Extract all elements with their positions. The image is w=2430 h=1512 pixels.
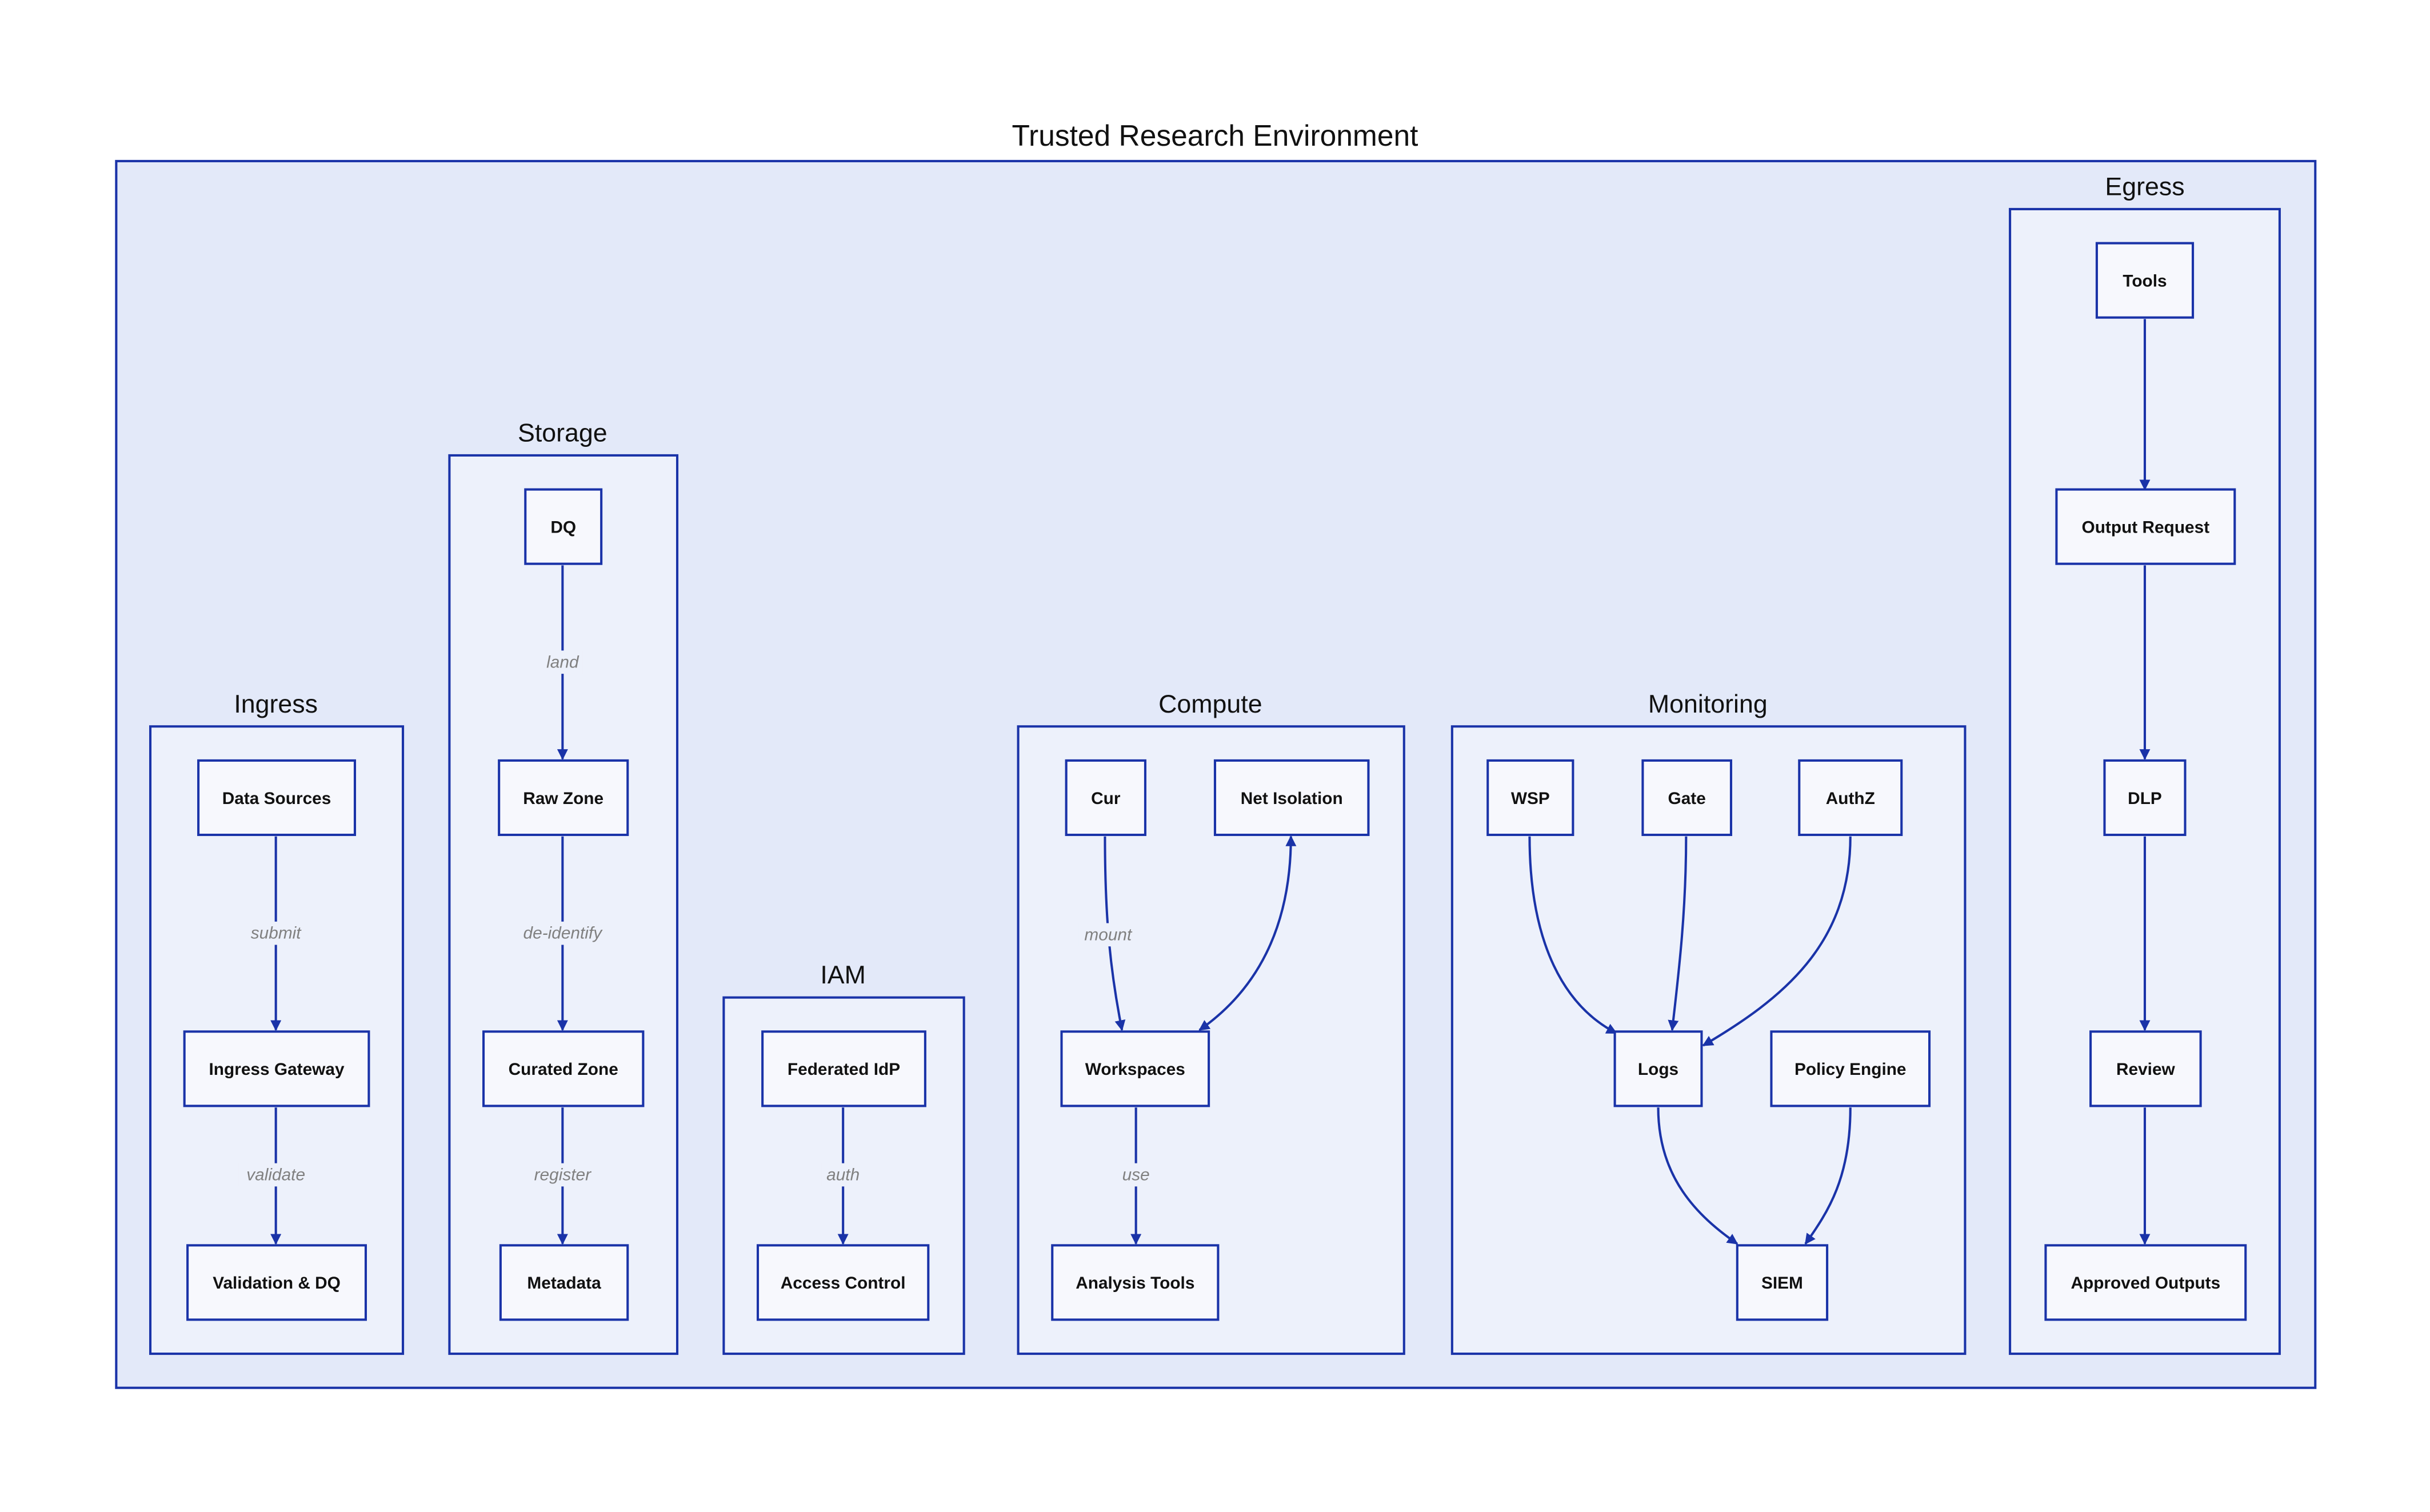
node-ingress-gateway: Ingress Gateway	[183, 1030, 370, 1107]
node-cur: Cur	[1065, 759, 1146, 837]
node-net-isolation-label: Net Isolation	[1241, 789, 1343, 808]
node-analysis-tools: Analysis Tools	[1051, 1244, 1220, 1321]
node-dlp: DLP	[2103, 759, 2187, 837]
edge-label-auth: auth	[826, 1165, 860, 1184]
node-logs-label: Logs	[1638, 1060, 1678, 1079]
node-output-request: Output Request	[2055, 488, 2236, 565]
edges	[270, 319, 2151, 1245]
node-review: Review	[2089, 1030, 2202, 1107]
node-workspaces-label: Workspaces	[1085, 1060, 1185, 1079]
node-curated-zone-label: Curated Zone	[509, 1060, 618, 1079]
node-data-sources: Data Sources	[197, 759, 357, 837]
cluster-iam-title: IAM	[820, 961, 866, 989]
node-validation-dq: Validation & DQ	[186, 1244, 367, 1321]
edge-label-submit: submit	[251, 924, 302, 943]
node-policy-engine: Policy Engine	[1770, 1030, 1931, 1107]
cluster-storage-title: Storage	[518, 419, 608, 447]
node-access-control-label: Access Control	[781, 1274, 906, 1293]
cluster-monitoring-title: Monitoring	[1648, 690, 1768, 718]
node-output-request-label: Output Request	[2082, 518, 2210, 537]
edge-logs-to-siem	[1657, 1107, 1738, 1245]
node-access-control: Access Control	[756, 1244, 930, 1321]
node-net-isolation: Net Isolation	[1213, 759, 1370, 837]
edge-labels: submit validate land de-identify registe…	[238, 650, 1153, 1187]
node-approved-outputs-label: Approved Outputs	[2071, 1274, 2220, 1293]
node-analysis-tools-label: Analysis Tools	[1076, 1274, 1194, 1293]
node-logs: Logs	[1613, 1030, 1703, 1107]
edge-wsp-to-logs	[1528, 836, 1617, 1034]
node-workspaces: Workspaces	[1060, 1030, 1210, 1107]
node-wsp-label: WSP	[1511, 789, 1550, 808]
node-curated-zone: Curated Zone	[482, 1030, 645, 1107]
node-data-sources-label: Data Sources	[222, 789, 331, 808]
node-ingress-gateway-label: Ingress Gateway	[209, 1060, 345, 1079]
node-tools-label: Tools	[2123, 271, 2167, 290]
node-approved-outputs: Approved Outputs	[2044, 1244, 2247, 1321]
node-dq-label: DQ	[550, 518, 576, 537]
node-dq: DQ	[524, 488, 603, 565]
edge-gate-to-logs	[1668, 836, 1688, 1031]
node-gate-label: Gate	[1668, 789, 1706, 808]
node-metadata: Metadata	[499, 1244, 629, 1321]
node-policy-engine-label: Policy Engine	[1794, 1060, 1907, 1079]
edge-policy-engine-to-siem	[1804, 1107, 1852, 1245]
node-metadata-label: Metadata	[527, 1274, 601, 1293]
edge-label-land: land	[546, 653, 579, 671]
node-gate: Gate	[1641, 759, 1733, 837]
cluster-egress-title: Egress	[2105, 173, 2184, 201]
edge-authz-to-logs	[1702, 836, 1852, 1047]
nodes: Data Sources Ingress Gateway Validation …	[183, 242, 2247, 1321]
node-authz: AuthZ	[1798, 759, 1903, 837]
node-dlp-label: DLP	[2128, 789, 2162, 808]
edge-workspaces-net-isolation	[1198, 835, 1297, 1031]
node-review-label: Review	[2116, 1060, 2176, 1079]
edge-label-register: register	[534, 1165, 592, 1184]
node-wsp: WSP	[1486, 759, 1574, 837]
node-federated-idp-label: Federated IdP	[788, 1060, 900, 1079]
node-siem-label: SIEM	[1761, 1274, 1803, 1293]
edge-label-de-identify: de-identify	[523, 924, 603, 943]
diagram-title: Trusted Research Environment	[1012, 119, 1418, 152]
node-raw-zone: Raw Zone	[498, 759, 629, 837]
node-raw-zone-label: Raw Zone	[523, 789, 603, 808]
node-cur-label: Cur	[1091, 789, 1121, 808]
cluster-ingress-title: Ingress	[234, 690, 318, 718]
node-federated-idp: Federated IdP	[761, 1030, 926, 1107]
node-tools: Tools	[2095, 242, 2195, 319]
edge-label-use: use	[1122, 1165, 1150, 1184]
edge-label-mount: mount	[1084, 925, 1133, 944]
cluster-compute-title: Compute	[1158, 690, 1262, 718]
node-validation-dq-label: Validation & DQ	[213, 1274, 341, 1293]
edge-label-validate: validate	[246, 1165, 305, 1184]
node-authz-label: AuthZ	[1826, 789, 1875, 808]
node-siem: SIEM	[1736, 1244, 1829, 1321]
